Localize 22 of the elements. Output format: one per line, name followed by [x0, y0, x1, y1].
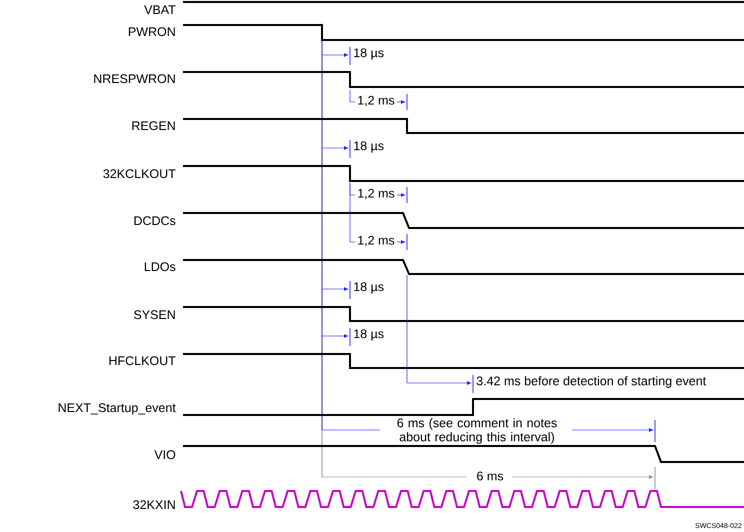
dimension-label: 18 µs [354, 282, 384, 294]
signal-name: 32KXIN [133, 500, 175, 510]
signal-name: HFCLKOUT [109, 356, 176, 366]
signal-name: VIO [154, 450, 176, 460]
dimension-label: 18 µs [354, 329, 384, 341]
dimension-label: 1,2 ms [358, 96, 394, 106]
signal-name: SYSEN [134, 310, 175, 320]
dimension-label: 1,2 ms [358, 188, 394, 200]
dimension-label: 6 ms (see comment in notes about reducing this interval) [397, 418, 557, 444]
signal-name: NRESPWRON [94, 74, 175, 84]
dimension-label: 1,2 ms [358, 236, 394, 246]
signal-name: REGEN [132, 121, 175, 130]
dimension-label: 18 µs [354, 48, 384, 60]
signal-name: NEXT_Startup_event [58, 403, 176, 415]
signal-name: VBAT [144, 5, 176, 14]
dimension-label: 3.42 ms before detection of starting event [476, 376, 706, 388]
dimension-label: 6 ms [477, 472, 504, 480]
signal-name: DCDCs [134, 216, 176, 226]
signal-name: PWRON [128, 27, 175, 36]
signal-name: 32KCLKOUT [103, 169, 176, 178]
dimension-label: 18 µs [354, 141, 384, 153]
signal-name: LDOs [144, 262, 176, 272]
